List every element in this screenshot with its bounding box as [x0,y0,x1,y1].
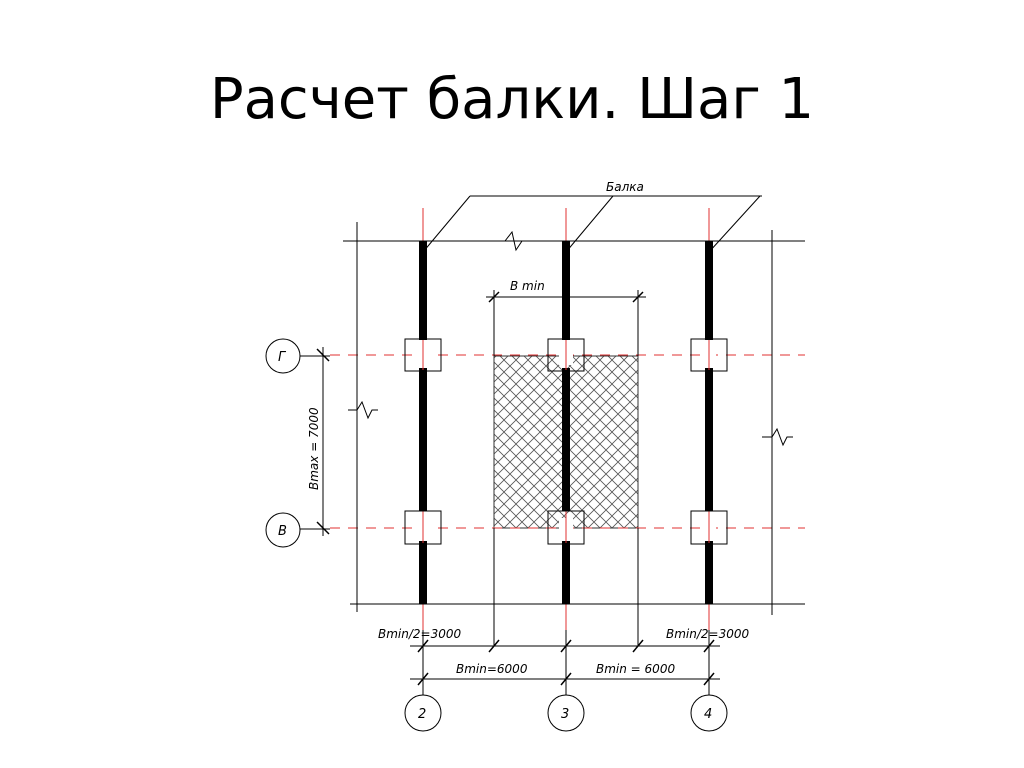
axis-label-2: 2 [418,707,426,722]
break-mark-right [762,427,793,447]
axis-bubble-3: 3 [547,694,585,732]
half-right-label: Bmin/2=3000 [666,627,749,641]
span-right-label: Bmin = 6000 [596,662,675,676]
span-left-label: Bmin=6000 [456,662,528,676]
slide-title: Расчет балки. Шаг 1 [209,67,815,132]
half-left-label: Bmin/2=3000 [378,627,461,641]
beam-leader-2 [565,195,614,253]
bmax-label: Bmax = 7000 [307,407,321,490]
beam-axis-4 [705,241,713,604]
beam-label: Балка [606,180,644,194]
beam-axis-2 [419,241,427,604]
break-mark-top [504,230,523,252]
axis-label-g: Г [278,350,287,365]
bmin-label: B min [510,279,545,293]
axis-bubble-4: 4 [690,694,728,732]
beam-axis-3 [562,241,570,604]
axis-label-4: 4 [704,707,712,722]
axis-bubble-2: 2 [404,694,442,732]
axis-bubble-g: Г [265,338,330,374]
beam-leader-1 [422,195,471,253]
axis-label-v: В [278,524,287,539]
axis-bubble-v: В [265,512,330,548]
axis-label-3: 3 [561,707,569,722]
break-mark-left [348,400,378,420]
beam-leader-3 [708,195,761,253]
